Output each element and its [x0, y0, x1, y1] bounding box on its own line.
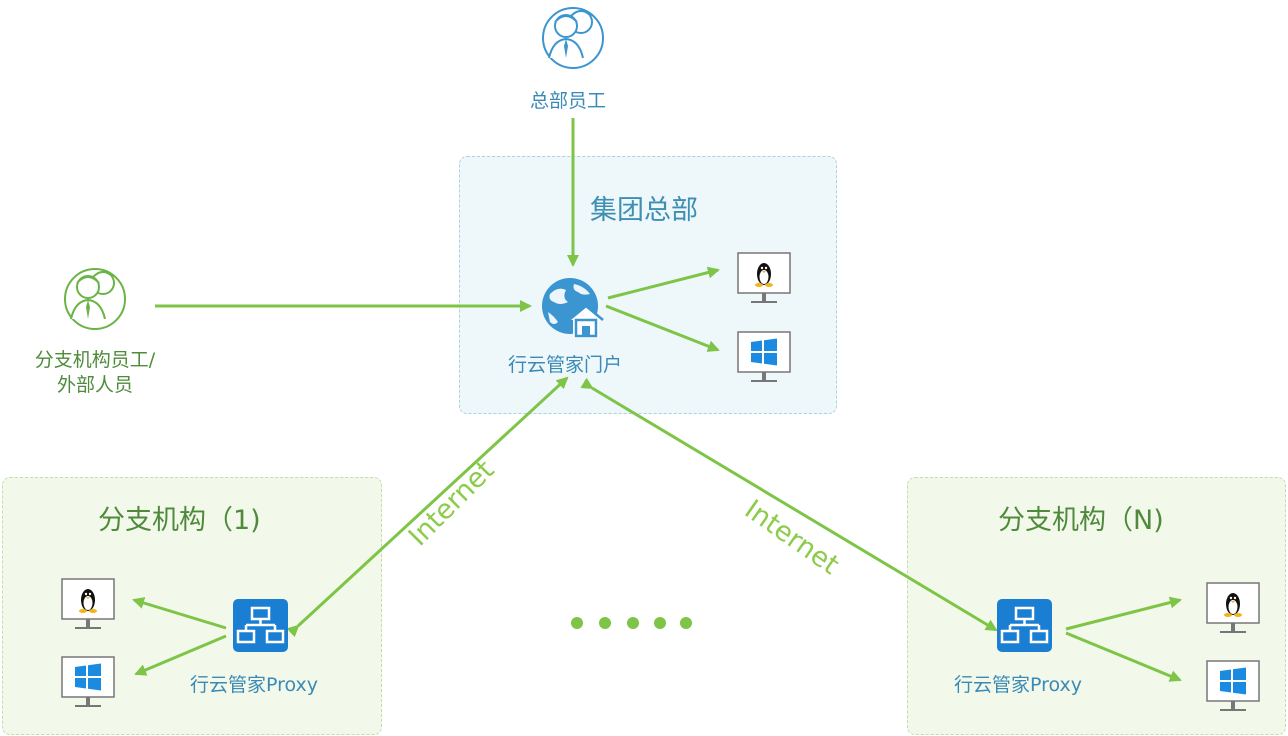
linux-server-icon: [737, 252, 791, 303]
linux-server-icon: [61, 578, 115, 629]
branch-1-proxy-label: 行云管家Proxy: [190, 674, 319, 696]
branch-staff-label-line2: 外部人员: [56, 374, 133, 396]
windows-server-icon: [1206, 660, 1260, 711]
hq-title: 集团总部: [590, 195, 698, 226]
branch-staff-label: 分支机构员工/ 外部人员: [20, 348, 170, 398]
branch-staff-label-line1: 分支机构员工/: [34, 349, 156, 371]
ellipsis-dots: [571, 617, 692, 629]
arrow-proxyN-to-windows: [1065, 631, 1182, 682]
arrow-proxyN-to-linux: [1065, 596, 1182, 631]
windows-server-icon: [61, 656, 115, 707]
branch-n-proxy-label: 行云管家Proxy: [954, 674, 1083, 696]
arrow-proxy1-to-windows: [134, 634, 227, 676]
arrow-proxy1-portal: [286, 376, 569, 638]
proxy-network-icon: [997, 599, 1052, 652]
users-icon: [542, 7, 604, 69]
arrow-portal-to-windows: [605, 304, 720, 352]
arrow-proxy1-to-linux: [132, 597, 227, 630]
users-icon: [64, 268, 126, 330]
branch-n-title: 分支机构（N): [998, 505, 1164, 536]
proxy-network-icon: [233, 599, 288, 652]
arrow-proxyN-portal: [580, 377, 998, 632]
hq-staff-label: 总部员工: [530, 90, 607, 112]
windows-server-icon: [737, 331, 791, 382]
linux-server-icon: [1206, 582, 1260, 633]
branch-1-title: 分支机构（1): [98, 505, 261, 536]
portal-label: 行云管家门户: [508, 354, 623, 376]
arrow-portal-to-linux: [607, 266, 720, 300]
globe-home-icon: [542, 278, 604, 338]
